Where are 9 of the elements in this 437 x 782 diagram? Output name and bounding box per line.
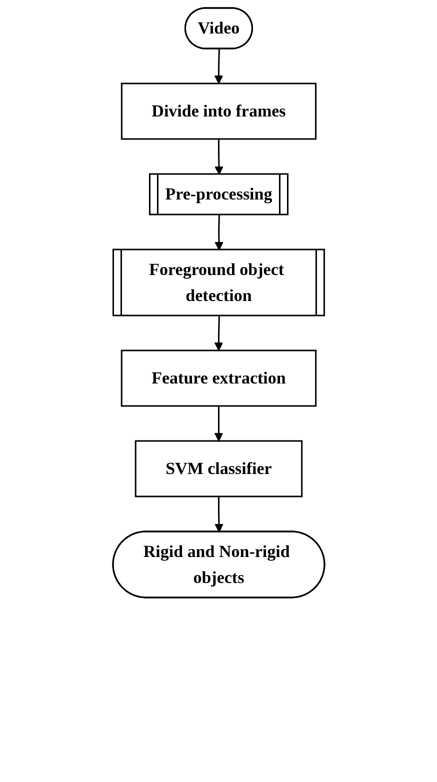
node-box: Feature extraction xyxy=(120,350,316,407)
node-box: Divide into frames xyxy=(120,82,316,140)
arrow xyxy=(214,48,223,84)
arrow xyxy=(214,406,223,442)
node-box: SVM classifier xyxy=(134,440,302,498)
arrow xyxy=(214,214,224,250)
arrow xyxy=(214,316,223,351)
arrow xyxy=(214,496,224,532)
arrow xyxy=(214,139,224,175)
